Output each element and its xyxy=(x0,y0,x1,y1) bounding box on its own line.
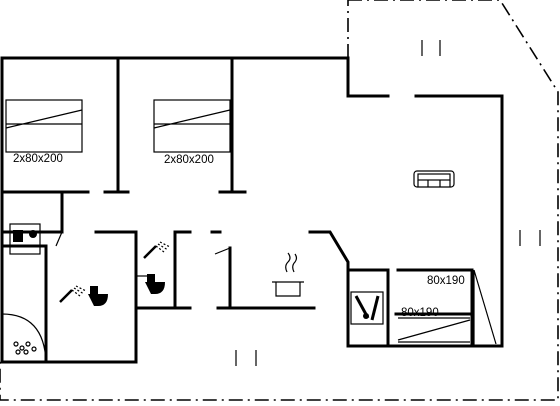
window-mark xyxy=(519,230,541,246)
bedroom-3-beds: 80x190 80x190 xyxy=(397,269,497,346)
bedroom-3-upper-bed-label: 80x190 xyxy=(427,275,465,287)
spa-bath-icon xyxy=(1,313,47,363)
cooking-pot-icon xyxy=(272,252,304,297)
bedroom-2-bed: 2x80x200 xyxy=(153,99,231,166)
sofa-icon xyxy=(413,170,455,188)
bedroom-2-bed-label: 2x80x200 xyxy=(164,154,214,166)
window-marks xyxy=(235,40,541,366)
toilet-icon xyxy=(145,274,165,294)
dryer-icon xyxy=(350,291,384,325)
washing-machine-icon xyxy=(9,223,41,255)
door-swings xyxy=(55,231,231,309)
window-mark xyxy=(235,350,257,366)
toilet-icon xyxy=(88,286,108,306)
bedroom-1-bed-label: 2x80x200 xyxy=(13,153,63,165)
shower-icon xyxy=(143,241,171,259)
shower-icon xyxy=(59,285,87,303)
bedroom-1-bed: 2x80x200 xyxy=(5,99,83,165)
bedroom-3-lower-bed-label: 80x190 xyxy=(401,307,439,319)
window-mark xyxy=(421,40,441,56)
